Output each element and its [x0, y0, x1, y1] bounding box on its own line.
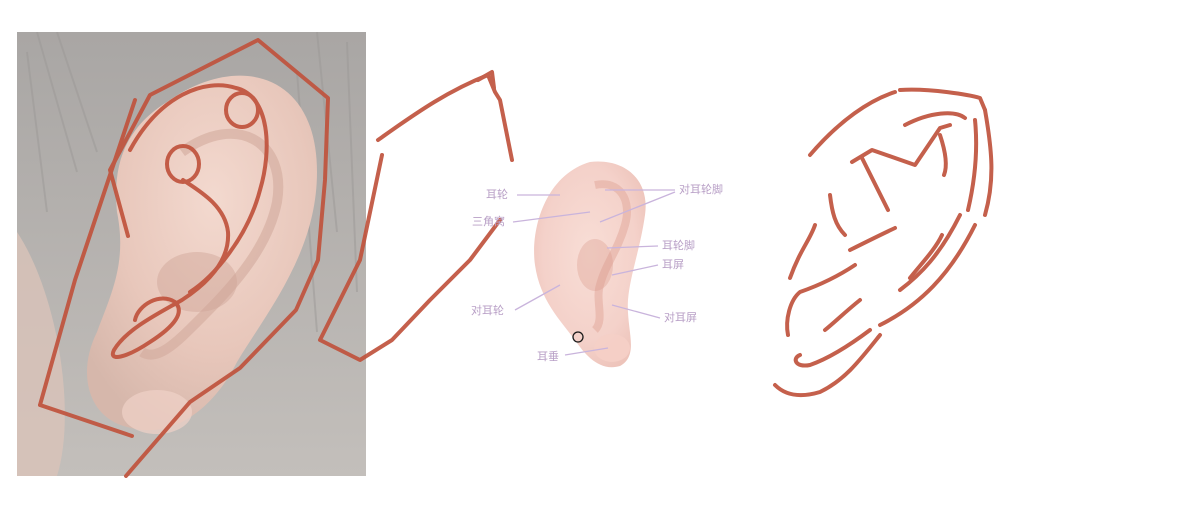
circle-cursor-icon — [572, 331, 584, 343]
sketch-outline-stroke — [108, 38, 330, 478]
label-helix: 耳轮 — [486, 188, 508, 201]
sketch-outline-stroke — [38, 98, 137, 407]
line-drawing-stroke — [903, 111, 967, 127]
sketch-outline-stroke — [318, 153, 502, 362]
line-drawing-stroke — [860, 156, 890, 212]
line-drawing-stroke — [773, 333, 882, 398]
ear-illustration — [534, 161, 646, 368]
label-triangular-fossa: 三角窝 — [472, 215, 505, 228]
sketch-outline-stroke — [38, 403, 134, 438]
line-drawing-stroke — [983, 108, 994, 217]
line-drawing-stroke — [898, 213, 962, 292]
line-drawing-stroke — [898, 87, 987, 112]
line-drawing-stroke — [966, 118, 979, 212]
label-antitragus: 对耳屏 — [664, 311, 697, 324]
line-drawing-stroke — [785, 263, 857, 337]
line-drawing-stroke — [788, 223, 817, 280]
label-antihelix-crura: 对耳轮脚 — [679, 183, 723, 196]
sketch-outline-stroke — [376, 73, 514, 162]
label-tragus: 耳屏 — [662, 258, 684, 271]
reference-photo-panel — [17, 32, 366, 476]
sketch-antihelix-stroke — [110, 178, 231, 359]
line-drawing-stroke — [823, 298, 862, 332]
line-drawing-stroke — [828, 193, 847, 237]
sketch-helix-stroke — [128, 83, 269, 294]
sketch-outline-stroke — [476, 70, 496, 90]
sketch-oval-stroke — [224, 91, 260, 129]
line-drawing-stroke — [793, 328, 872, 368]
line-drawing-stroke — [878, 223, 977, 327]
line-drawing-stroke — [848, 226, 897, 252]
line-drawing-stroke — [850, 123, 952, 167]
line-drawing-stroke — [908, 233, 944, 280]
reference-photo — [17, 32, 366, 476]
line-drawing-stroke — [938, 133, 948, 177]
label-earlobe: 耳垂 — [537, 350, 559, 363]
line-drawing-stroke — [808, 90, 897, 157]
label-antihelix: 对耳轮 — [471, 304, 504, 317]
label-crus-of-helix: 耳轮脚 — [662, 239, 695, 252]
